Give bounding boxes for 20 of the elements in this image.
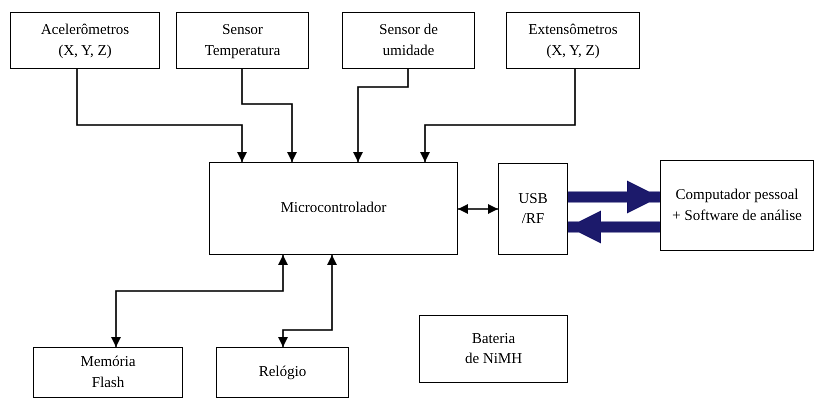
block-box [660,160,814,251]
block-label: Bateria de NiMH [464,330,524,369]
block-label: Acelerômetros (X, Y, Z) [40,21,130,60]
block-box [498,163,568,255]
block-label: Computador pessoal + Software de análise [671,186,803,226]
block-box [342,12,475,69]
block-label: Sensor Temperatura [204,21,282,60]
block-label: Microcontrolador [280,199,386,218]
block-label: Relógio [258,363,306,382]
block-box [33,347,183,398]
block-label: Sensor de umidade [378,21,439,60]
block-box [506,12,640,69]
block-box [10,12,160,69]
block-box [176,12,309,69]
block-box [419,315,568,383]
block-box [216,347,349,398]
block-label: Memória Flash [80,353,136,392]
block-box [209,162,458,255]
block-label: USB /RF [517,190,549,229]
block-label: Extensômetros (X, Y, Z) [527,21,619,60]
